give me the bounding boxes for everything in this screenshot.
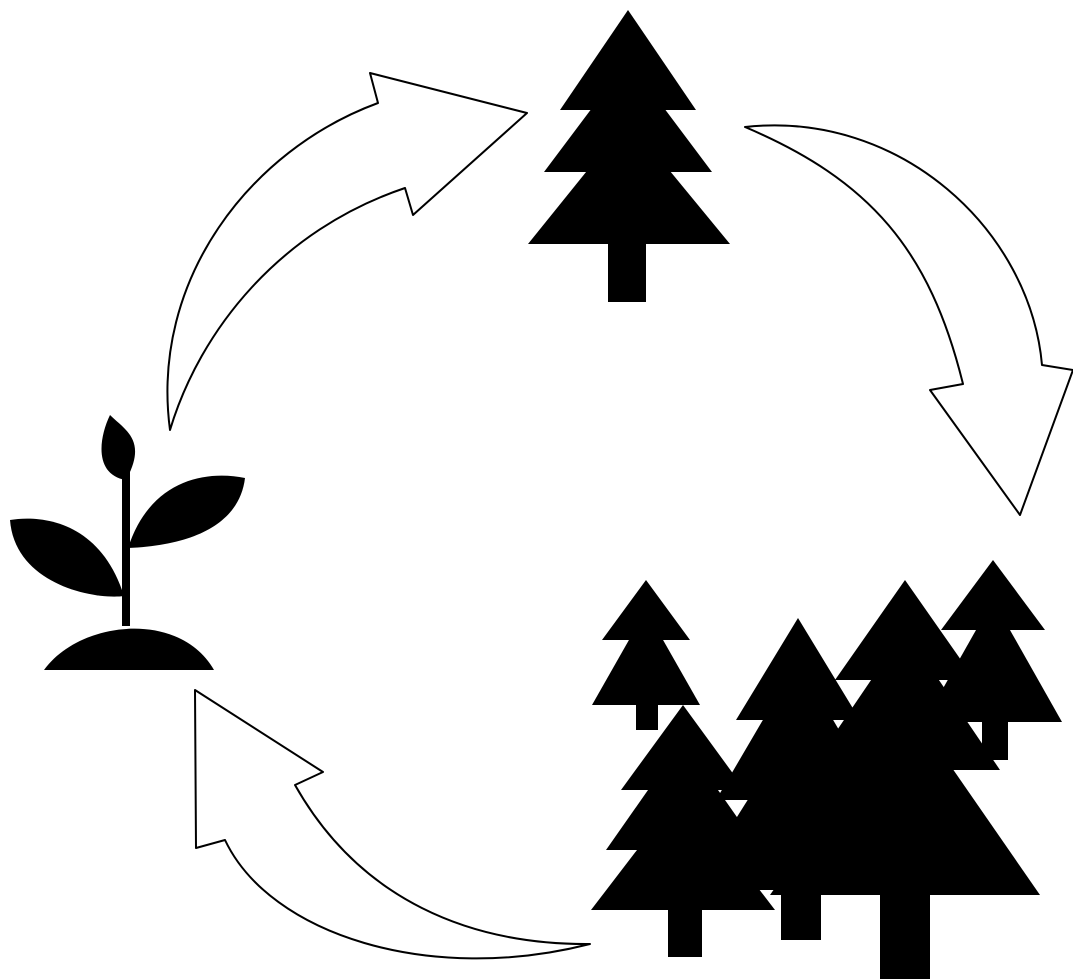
pine-tree-tier-3 — [528, 120, 730, 244]
pine-tree-icon — [528, 10, 730, 302]
arrow-tree-to-forest — [745, 125, 1073, 515]
pine-tree-trunk — [608, 240, 646, 302]
forest-icon — [591, 560, 1062, 979]
soil-mound — [44, 629, 214, 670]
seedling-top-leaf — [101, 415, 135, 480]
arrow-seedling-to-tree — [167, 73, 527, 430]
arrow-forest-to-seedling — [195, 690, 590, 958]
seedling-left-leaf — [10, 519, 124, 597]
seedling-icon — [10, 415, 245, 670]
seedling-right-leaf — [128, 476, 245, 548]
